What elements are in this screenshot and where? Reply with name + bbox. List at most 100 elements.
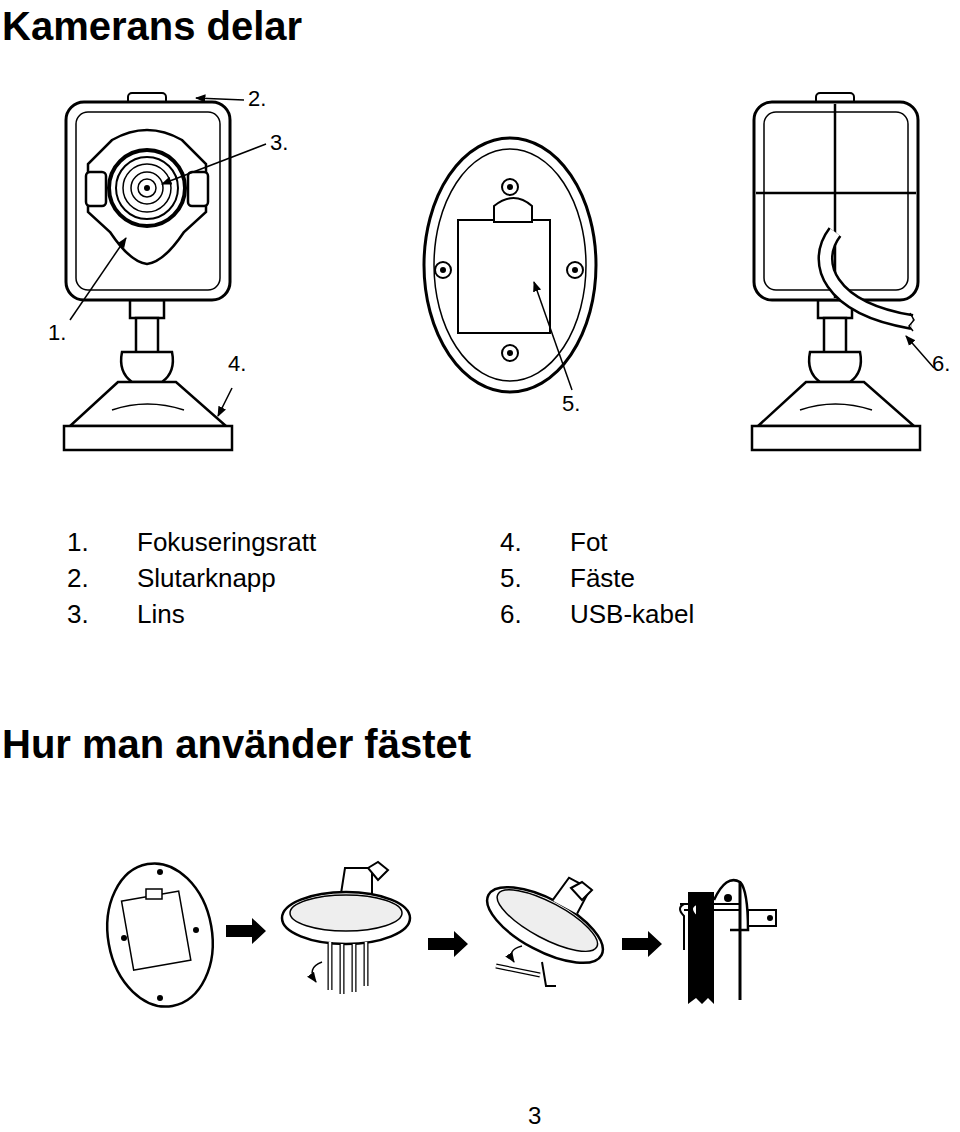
- mount-steps: [622, 931, 662, 957]
- front-camera: [138, 179, 156, 197]
- leader-lines: [70, 98, 934, 416]
- mount-steps: [157, 869, 163, 875]
- mount-steps: [680, 909, 740, 911]
- list-number: 1.: [67, 528, 89, 557]
- section-heading: Hur man använder fästet: [2, 722, 471, 766]
- mount-steps: [748, 910, 776, 926]
- front-camera: [116, 157, 178, 219]
- mount-plate: [440, 184, 578, 356]
- mount-steps: [282, 892, 410, 944]
- mount-steps: [511, 946, 522, 962]
- mount-steps: [476, 872, 613, 978]
- mount-plate: [502, 179, 518, 195]
- mount-steps: [353, 944, 356, 992]
- front-camera: [109, 150, 185, 226]
- part-name: USB-kabel: [570, 600, 694, 629]
- mount-steps: [680, 904, 684, 950]
- mount-plate: [434, 149, 586, 381]
- mount-steps: [226, 918, 266, 944]
- list-number: 5.: [500, 564, 522, 593]
- mount-steps: [96, 848, 776, 1015]
- mount-plate: [502, 345, 518, 361]
- mount-steps: [476, 848, 626, 978]
- page-number: 3: [528, 1103, 541, 1129]
- back-camera: [825, 232, 912, 322]
- back-camera: [756, 192, 916, 195]
- leader-lines: [162, 144, 266, 184]
- mount-steps: [340, 944, 345, 994]
- callout-number: 5.: [562, 392, 580, 416]
- mount-steps: [193, 927, 199, 933]
- callout-number: 2.: [248, 87, 266, 111]
- mount-steps: [146, 889, 162, 899]
- part-name: Lins: [137, 600, 185, 629]
- leader-lines: [218, 388, 232, 416]
- mount-plate: [572, 267, 578, 273]
- mount-steps: [290, 895, 402, 931]
- mount-plate: [507, 350, 513, 356]
- mount-plate: [435, 262, 451, 278]
- leader-lines: [534, 282, 572, 390]
- mount-steps: [739, 882, 742, 1000]
- front-camera: [188, 172, 208, 206]
- mount-steps: [364, 942, 369, 986]
- mount-steps: [496, 966, 540, 975]
- front-camera: [64, 300, 232, 450]
- mount-steps: [157, 995, 163, 1001]
- mount-plate: [424, 138, 596, 392]
- part-name: Fäste: [570, 564, 635, 593]
- list-number: 6.: [500, 600, 522, 629]
- back-camera: [909, 313, 914, 331]
- mount-plate: [494, 198, 532, 222]
- mount-plate: [435, 179, 583, 361]
- mount-steps: [312, 962, 322, 982]
- callout-number: 1.: [48, 321, 66, 345]
- list-number: 4.: [500, 528, 522, 557]
- mount-steps: [328, 942, 333, 990]
- front-camera: [86, 172, 106, 206]
- mount-plate: [424, 138, 596, 392]
- leader-lines: [196, 98, 244, 100]
- back-camera: [752, 93, 920, 450]
- back-camera: [825, 232, 912, 322]
- mount-steps: [496, 966, 540, 975]
- page-title: Kamerans delar: [2, 4, 302, 48]
- back-camera: [752, 93, 920, 450]
- mount-steps: [368, 862, 388, 880]
- part-name: Fokuseringsratt: [137, 528, 316, 557]
- mount-steps: [96, 855, 223, 1015]
- mount-steps: [329, 942, 332, 990]
- front-camera: [123, 164, 171, 212]
- mount-steps: [352, 944, 357, 992]
- leader-lines: [70, 238, 126, 320]
- callout-number: 4.: [228, 352, 246, 376]
- front-camera: [64, 93, 232, 450]
- mount-steps: [724, 894, 732, 902]
- callout-number: 3.: [270, 131, 288, 155]
- mount-steps: [542, 962, 556, 986]
- front-camera: [66, 93, 230, 300]
- mount-steps: [341, 944, 344, 994]
- mount-steps: [121, 935, 127, 941]
- mount-steps: [122, 891, 191, 970]
- front-camera: [144, 185, 150, 191]
- front-camera: [131, 172, 163, 204]
- mount-steps: [428, 931, 468, 957]
- list-number: 2.: [67, 564, 89, 593]
- mount-steps: [680, 903, 740, 905]
- mount-steps: [692, 904, 696, 950]
- mount-steps: [680, 904, 740, 950]
- back-camera: [754, 93, 918, 300]
- part-name: Slutarknapp: [137, 564, 276, 593]
- mount-steps: [489, 878, 605, 962]
- mount-plate: [458, 220, 550, 333]
- mount-steps: [767, 915, 773, 921]
- mount-plate: [507, 184, 513, 190]
- mount-plate: [567, 262, 583, 278]
- mount-steps: [714, 880, 748, 930]
- mount-plate: [440, 267, 446, 273]
- mount-steps: [365, 942, 368, 986]
- list-number: 3.: [67, 600, 89, 629]
- mount-steps: [688, 892, 714, 1004]
